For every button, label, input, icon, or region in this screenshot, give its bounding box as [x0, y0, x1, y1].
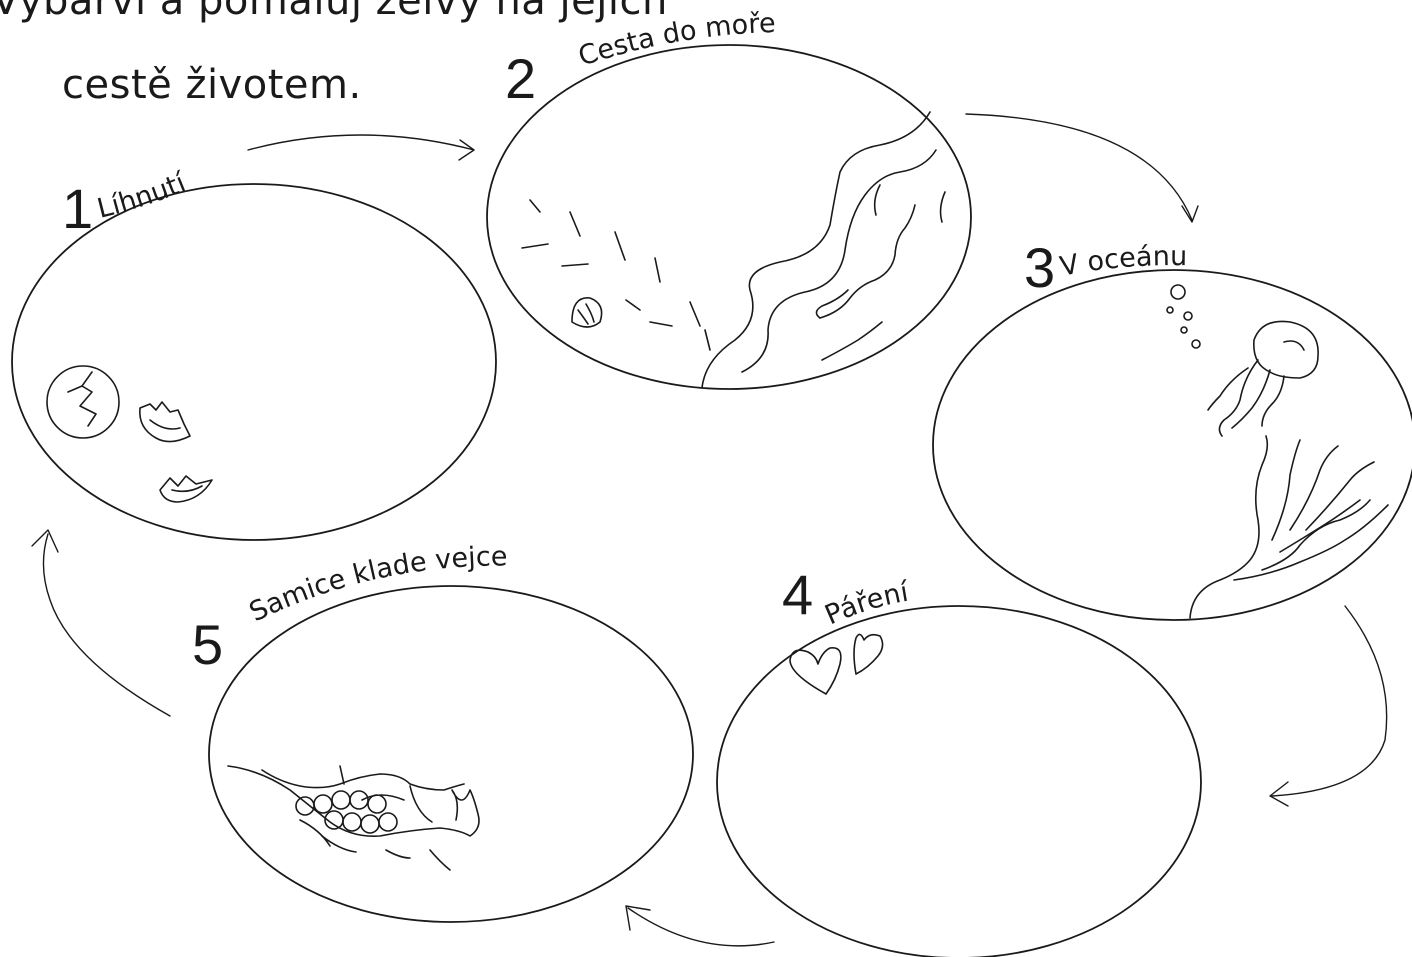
stage-4-label: Páření: [821, 577, 913, 632]
stage-4-number: 4: [782, 563, 813, 626]
eggshell-icon: [140, 402, 190, 442]
bubbles-icon: [1167, 285, 1200, 348]
shell-icon: [160, 476, 212, 502]
nest-eggs-icon: [228, 766, 479, 870]
stage-5-label: Samice klade vejce: [245, 541, 508, 628]
arrow-icon: [1272, 606, 1387, 796]
stage-2-label: Cesta do moře: [575, 8, 776, 73]
arrow-icon: [966, 114, 1192, 220]
arrow-head: [1270, 782, 1288, 806]
sand-tracks: [522, 200, 710, 350]
stage-2: 2 Cesta do moře: [248, 8, 971, 389]
heart-icon: [790, 648, 841, 694]
arrow-icon: [43, 534, 170, 716]
stage-3-label: V oceánu: [1058, 241, 1188, 283]
heart-icon: [854, 634, 883, 674]
stage-2-circle: [487, 45, 971, 389]
stage-5-circle: [209, 586, 693, 922]
stage-1-number: 1: [62, 177, 93, 240]
stage-1-label: Líhnutí: [94, 167, 191, 225]
jellyfish-icon: [1208, 321, 1318, 436]
stage-3-circle: [933, 270, 1412, 620]
stage-5-number: 5: [192, 613, 223, 676]
cracked-egg-icon: [47, 366, 119, 438]
arrow-icon: [628, 908, 774, 946]
stage-5: 5 Samice klade vejce: [32, 530, 774, 946]
stage-3-number: 3: [1024, 236, 1055, 299]
stage-2-number: 2: [505, 47, 536, 110]
stage-4: 4 Páření: [717, 563, 1387, 957]
seaweed-icon: [1190, 436, 1388, 618]
stage-3: 3 V oceánu: [933, 114, 1412, 620]
river-icon: [702, 112, 945, 388]
shell-icon: [572, 298, 602, 327]
arrow-icon: [248, 135, 474, 150]
stage-1: 1 Líhnutí: [12, 167, 496, 540]
